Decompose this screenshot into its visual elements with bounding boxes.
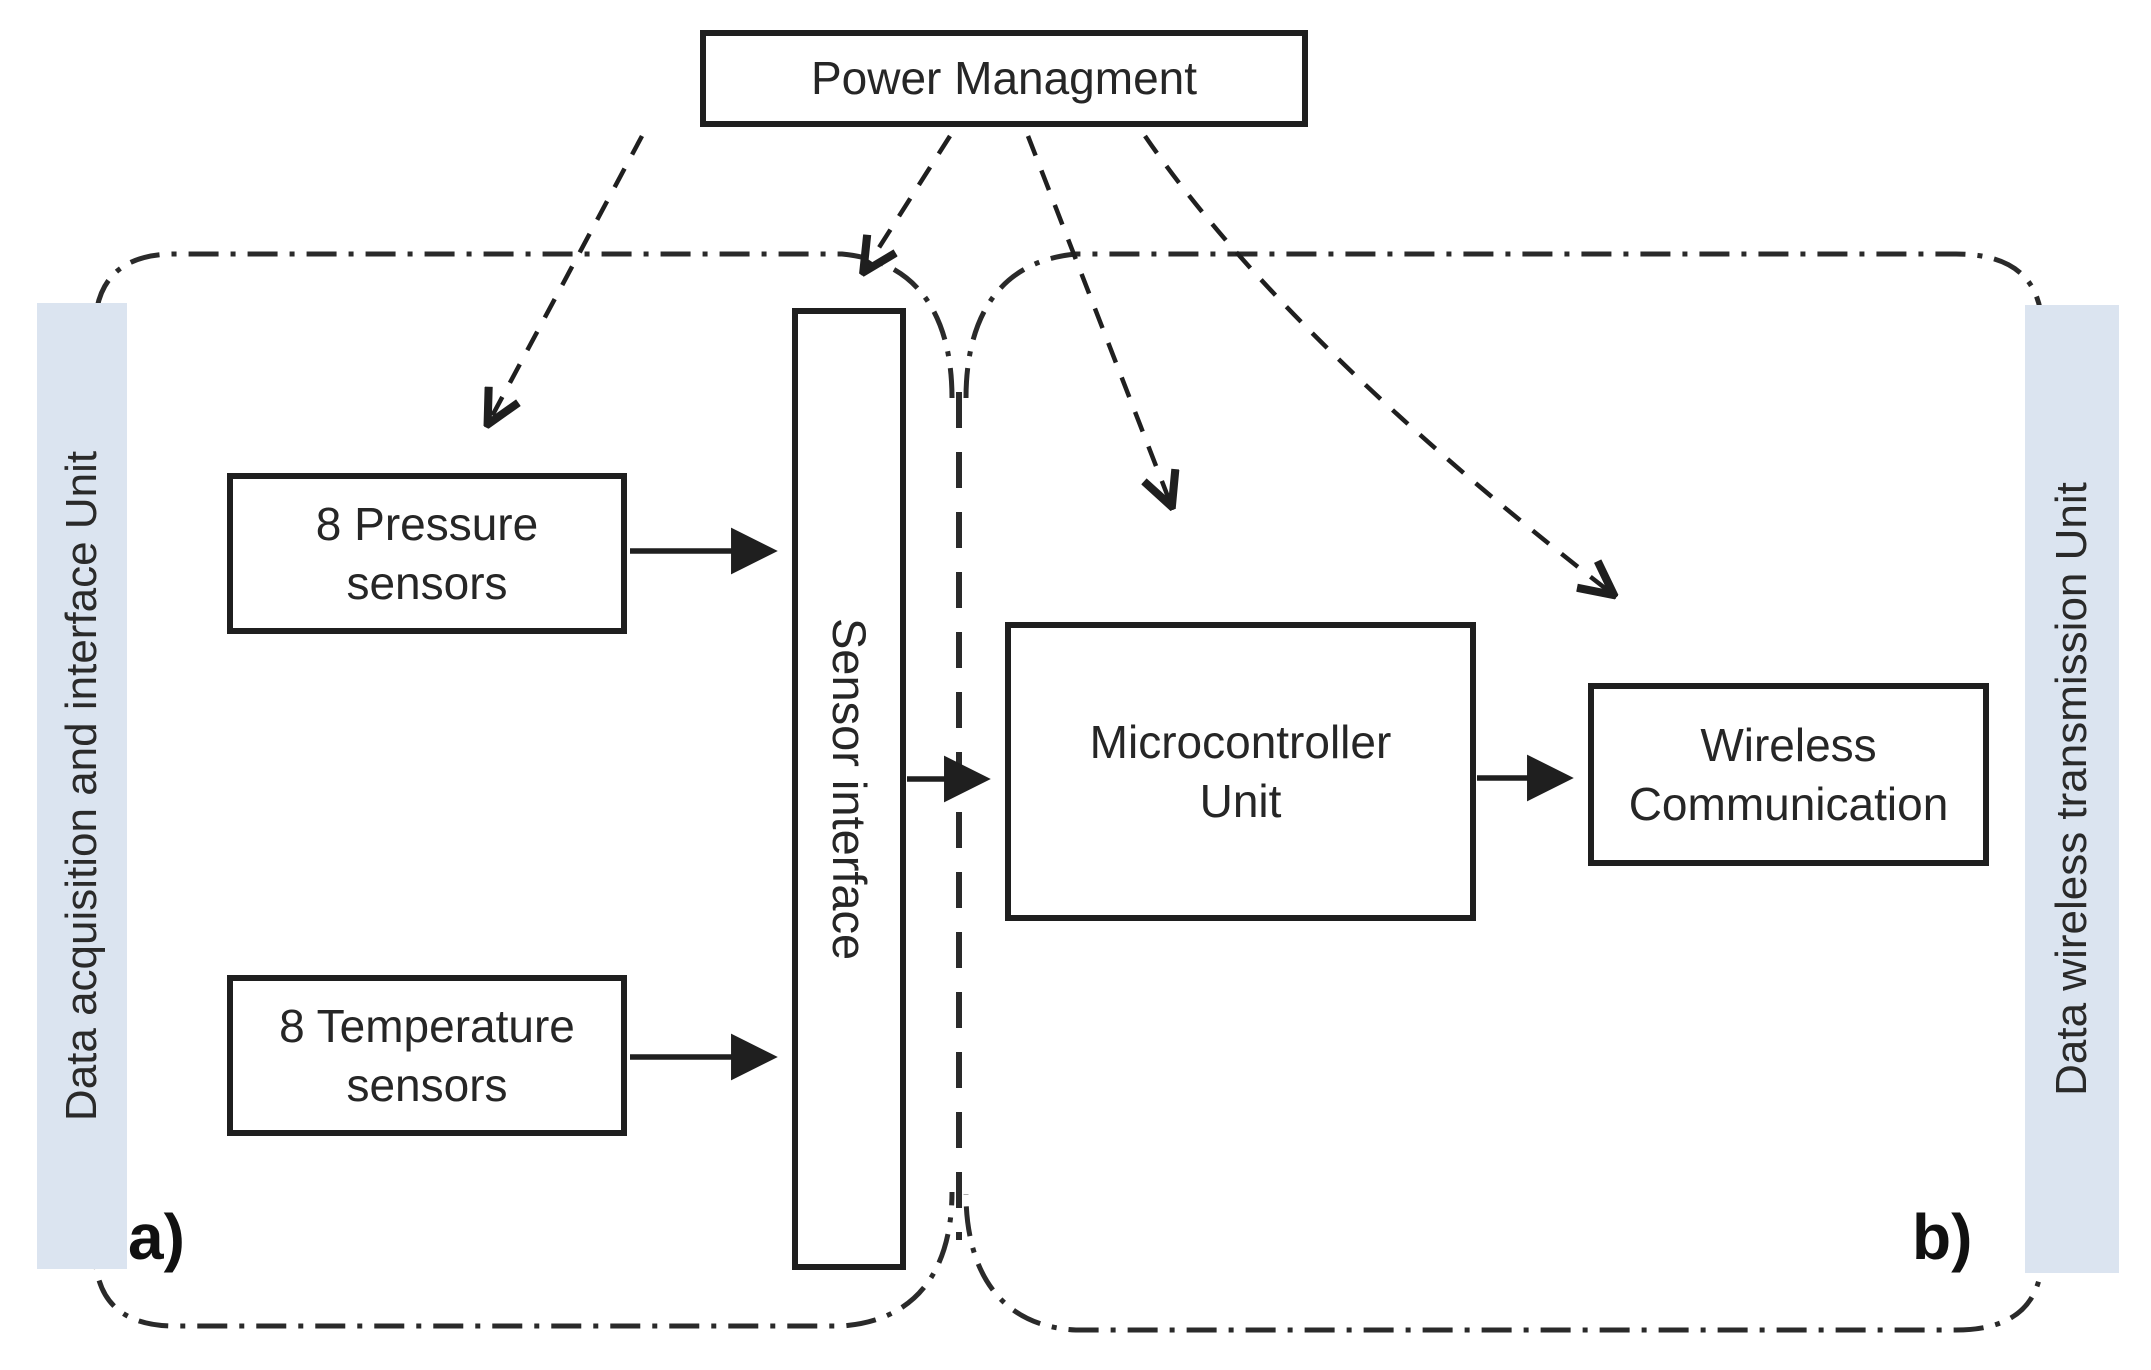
pressure-sensors-label-line1: 8 Pressure: [315, 497, 539, 550]
wireless-communication-box: Wireless Communication: [1588, 683, 1989, 866]
microcontroller-unit-box: Microcontroller Unit: [1005, 622, 1476, 921]
section-a-dashdot-border: [92, 251, 955, 1329]
data-wireless-transmission-unit-strip: Data wireless transmission Unit: [2025, 305, 2119, 1273]
power-management-label: Power Managment: [810, 52, 1198, 105]
wireless-communication-label-line1: Wireless: [1700, 718, 1877, 771]
temperature-sensors-label-line2: sensors: [346, 1058, 508, 1111]
sensor-interface-box: Sensor interface: [792, 308, 906, 1270]
section-a-label: a): [128, 1201, 185, 1273]
data-acquisition-unit-label: Data acquisition and interface Unit: [57, 450, 107, 1122]
pressure-sensors-label-line2: sensors: [346, 556, 508, 609]
section-b-label: b): [1912, 1201, 1973, 1273]
section-b-dashdot-border: [963, 251, 2045, 1333]
temperature-sensors-box: 8 Temperature sensors: [227, 975, 627, 1136]
sensor-interface-label: Sensor interface: [823, 617, 877, 961]
power-to-sensor-interface-dashed-arrow: [866, 134, 952, 268]
power-to-mcu-dashed-arrow: [1025, 135, 1170, 502]
temperature-sensors-label-line1: 8 Temperature: [279, 999, 575, 1052]
data-acquisition-unit-strip: Data acquisition and interface Unit: [37, 303, 127, 1269]
data-wireless-transmission-unit-label: Data wireless transmission Unit: [2047, 482, 2096, 1096]
microcontroller-unit-label-line1: Microcontroller: [1089, 715, 1392, 768]
wireless-communication-label-line2: Communication: [1628, 777, 1949, 830]
power-management-box: Power Managment: [700, 30, 1308, 127]
microcontroller-unit-label-line2: Unit: [1199, 774, 1282, 827]
pressure-sensors-box: 8 Pressure sensors: [227, 473, 627, 634]
power-to-pressure-dashed-arrow: [490, 134, 644, 420]
power-to-wireless-dashed-arrow: [1143, 134, 1610, 592]
